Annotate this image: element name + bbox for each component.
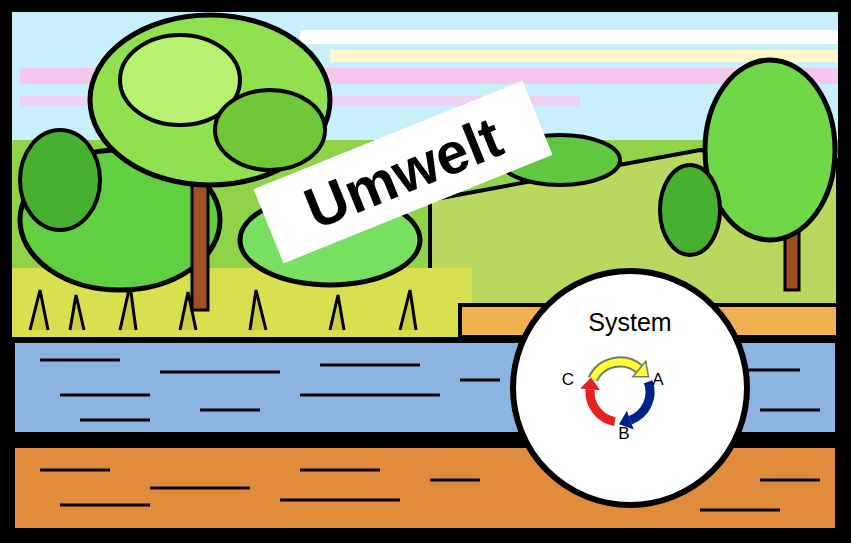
node-text: Umwelt bbox=[295, 102, 511, 241]
cycle-arrow bbox=[590, 389, 615, 421]
arrow-head bbox=[633, 361, 649, 376]
cycle-label: C bbox=[562, 370, 574, 390]
tree-crown bbox=[215, 90, 325, 170]
tree-crown bbox=[705, 60, 835, 240]
cycle-arrow bbox=[630, 382, 650, 421]
system-circle: System bbox=[510, 268, 750, 508]
cloud-band bbox=[300, 30, 838, 44]
grass-blades bbox=[30, 285, 416, 330]
tree-crown bbox=[660, 165, 720, 255]
cycle-arrow bbox=[593, 362, 640, 379]
cycle-label: A bbox=[652, 370, 663, 390]
arrow-head bbox=[580, 377, 600, 390]
cycle-arrow bbox=[593, 362, 640, 379]
shore bbox=[460, 305, 838, 337]
cycle-label: B bbox=[618, 424, 629, 444]
tree-crown bbox=[90, 15, 330, 185]
tree-trunk bbox=[192, 180, 208, 310]
environment-box: Umwelt bbox=[254, 81, 553, 264]
tree-crown bbox=[20, 130, 100, 230]
node-text: System bbox=[588, 308, 671, 337]
